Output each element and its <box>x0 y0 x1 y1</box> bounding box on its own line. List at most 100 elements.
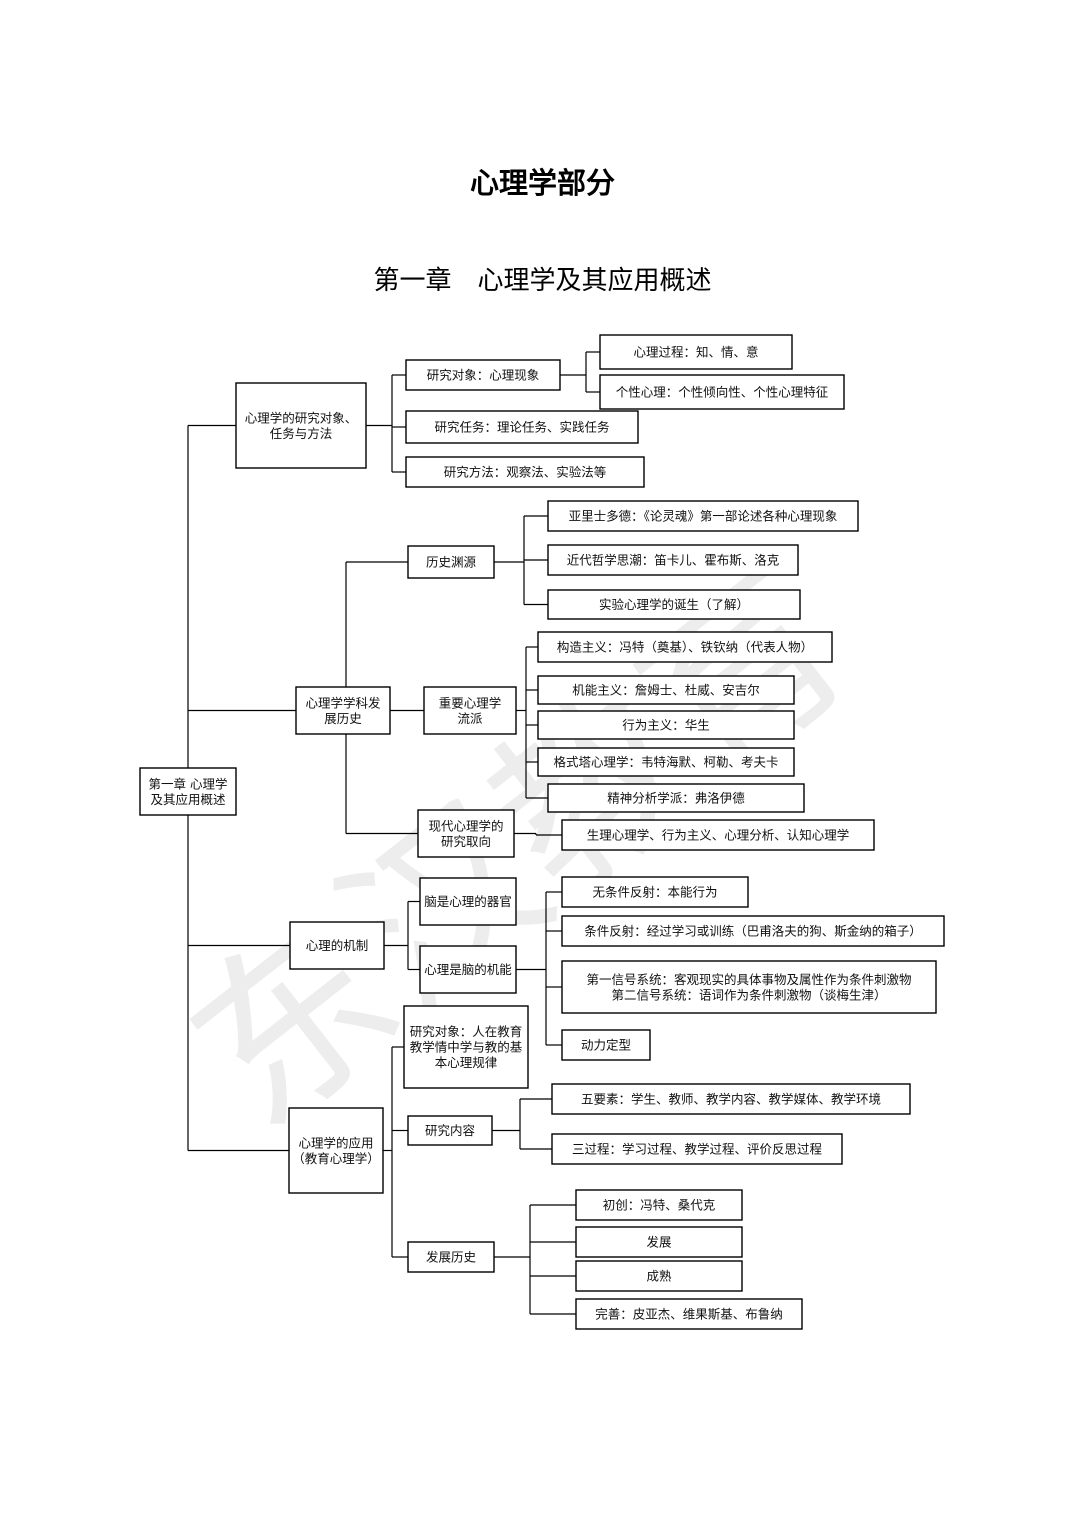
node-root: 第一章 心理学及其应用概述 <box>139 767 237 816</box>
node-label: 条件反射：经过学习或训练（巴甫洛夫的狗、斯金纳的箱子） <box>584 924 922 939</box>
node-label: 完善：皮亚杰、维果斯基、布鲁纳 <box>595 1307 783 1322</box>
node-sch-ges: 格式塔心理学：韦特海默、柯勒、考夫卡 <box>537 747 795 777</box>
node-box <box>561 876 749 908</box>
node-sch-fun: 机能主义：詹姆士、杜威、安吉尔 <box>537 675 795 705</box>
node-hist-src: 历史渊源 <box>407 545 495 579</box>
node-label: 近代哲学思潮：笛卡儿、霍布斯、洛克 <box>567 553 780 568</box>
node-schools: 重要心理学流派 <box>423 686 517 735</box>
node-box <box>537 710 795 740</box>
node-box <box>547 544 799 576</box>
node-sch-beh: 行为主义：华生 <box>537 710 795 740</box>
node-label: 重要心理学流派 <box>439 695 502 726</box>
node-mf-signal: 第一信号系统：客观现实的具体事物及属性作为条件刺激物第二信号系统：语词作为条件刺… <box>561 960 937 1014</box>
node-box <box>139 767 237 816</box>
node-box <box>547 589 801 620</box>
node-box <box>575 1260 743 1292</box>
node-label: 五要素：学生、教师、教学内容、教学媒体、教学环境 <box>581 1092 881 1107</box>
node-box <box>405 456 645 488</box>
node-box <box>561 1029 651 1061</box>
node-eh-init: 初创：冯特、桑代克 <box>575 1189 743 1221</box>
node-box <box>407 1241 495 1273</box>
node-edu-three: 三过程：学习过程、教学过程、评价反思过程 <box>551 1133 843 1165</box>
node-label: 心理的机制 <box>306 938 369 953</box>
node-label: 无条件反射：本能行为 <box>592 885 717 900</box>
node-label: 生理心理学、行为主义、心理分析、认知心理学 <box>587 828 850 843</box>
node-objects: 心理学的研究对象、任务与方法 <box>235 382 367 469</box>
node-label: 机能主义：詹姆士、杜威、安吉尔 <box>572 683 760 698</box>
node-label: 成熟 <box>646 1269 672 1284</box>
node-hist-ari: 亚里士多德：《论灵魂》第一部论述各种心理现象 <box>547 500 859 532</box>
node-box <box>289 921 385 970</box>
node-box <box>407 1115 493 1146</box>
node-obj-task: 研究任务：理论任务、实践任务 <box>405 410 639 444</box>
node-edu-cont: 研究内容 <box>407 1115 493 1146</box>
node-box <box>551 1083 911 1115</box>
node-label: 亚里士多德：《论灵魂》第一部论述各种心理现象 <box>569 509 838 524</box>
node-label: 心理学的研究对象、任务与方法 <box>245 410 358 441</box>
node-label: 心理学的应用（教育心理学） <box>292 1135 380 1166</box>
node-box <box>405 410 639 444</box>
node-eh-dev: 发展 <box>575 1226 743 1258</box>
node-mod-list: 生理心理学、行为主义、心理分析、认知心理学 <box>561 819 875 851</box>
node-box <box>575 1226 743 1258</box>
mind-map-nodes: 第一章 心理学及其应用概述 心理学的研究对象、任务与方法 研究对象：心理现象 心理过程… <box>139 334 945 1330</box>
node-obj-proc: 心理过程：知、情、意 <box>599 334 793 370</box>
node-box <box>235 382 367 469</box>
node-box <box>403 1005 529 1089</box>
node-sch-str: 构造主义：冯特（奠基）、铁钦纳（代表人物） <box>537 631 833 663</box>
node-label: 心理是脑的机能 <box>424 962 512 977</box>
node-label: 研究内容 <box>425 1123 475 1138</box>
node-box <box>599 374 845 410</box>
node-mech-organ: 脑是心理的器官 <box>419 877 517 926</box>
node-box <box>405 359 561 391</box>
node-box <box>575 1298 803 1330</box>
node-history: 心理学学科发展历史 <box>295 686 391 735</box>
node-box <box>575 1189 743 1221</box>
node-label: 动力定型 <box>581 1038 631 1053</box>
node-box <box>547 783 805 813</box>
chapter-title: 第一章 心理学及其应用概述 <box>373 266 712 296</box>
node-box <box>561 915 945 947</box>
node-eh-mat: 成熟 <box>575 1260 743 1292</box>
node-mech-func: 心理是脑的机能 <box>419 945 517 994</box>
node-label: 发展历史 <box>426 1250 477 1265</box>
node-box <box>551 1133 843 1165</box>
node-box <box>537 675 795 705</box>
node-label: 第一章 心理学及其应用概述 <box>149 776 228 807</box>
node-box <box>537 631 833 663</box>
node-box <box>561 960 937 1014</box>
node-modern: 现代心理学的研究取向 <box>417 809 515 858</box>
node-label: 个性心理：个性倾向性、个性心理特征 <box>616 385 829 400</box>
node-mf-dyn: 动力定型 <box>561 1029 651 1061</box>
node-box <box>537 747 795 777</box>
node-eh-perf: 完善：皮亚杰、维果斯基、布鲁纳 <box>575 1298 803 1330</box>
node-label: 研究任务：理论任务、实践任务 <box>434 420 609 435</box>
node-box <box>599 334 793 370</box>
node-box <box>419 877 517 926</box>
node-hist-exp: 实验心理学的诞生（了解） <box>547 589 801 620</box>
node-mf-uncond: 无条件反射：本能行为 <box>561 876 749 908</box>
node-mf-cond: 条件反射：经过学习或训练（巴甫洛夫的狗、斯金纳的箱子） <box>561 915 945 947</box>
node-label: 初创：冯特、桑代克 <box>603 1198 716 1213</box>
node-box <box>423 686 517 735</box>
node-box <box>288 1107 384 1194</box>
node-label: 精神分析学派：弗洛伊德 <box>607 791 745 806</box>
node-edu-hist: 发展历史 <box>407 1241 495 1273</box>
node-box <box>295 686 391 735</box>
node-box <box>419 945 517 994</box>
node-obj-phen: 研究对象：心理现象 <box>405 359 561 391</box>
node-edu-five: 五要素：学生、教师、教学内容、教学媒体、教学环境 <box>551 1083 911 1115</box>
page-title: 心理学部分 <box>469 166 615 200</box>
node-box <box>417 809 515 858</box>
node-obj-pers: 个性心理：个性倾向性、个性心理特征 <box>599 374 845 410</box>
node-label: 第一信号系统：客观现实的具体事物及属性作为条件刺激物第二信号系统：语词作为条件刺… <box>586 972 911 1003</box>
node-box <box>547 500 859 532</box>
node-edu-obj: 研究对象：人在教育教学情中学与教的基本心理规律 <box>403 1005 529 1089</box>
node-label: 研究对象：心理现象 <box>427 368 540 383</box>
node-obj-meth: 研究方法：观察法、实验法等 <box>405 456 645 488</box>
node-box <box>561 819 875 851</box>
node-hist-phil: 近代哲学思潮：笛卡儿、霍布斯、洛克 <box>547 544 799 576</box>
node-label: 研究方法：观察法、实验法等 <box>444 465 607 480</box>
node-mech: 心理的机制 <box>289 921 385 970</box>
